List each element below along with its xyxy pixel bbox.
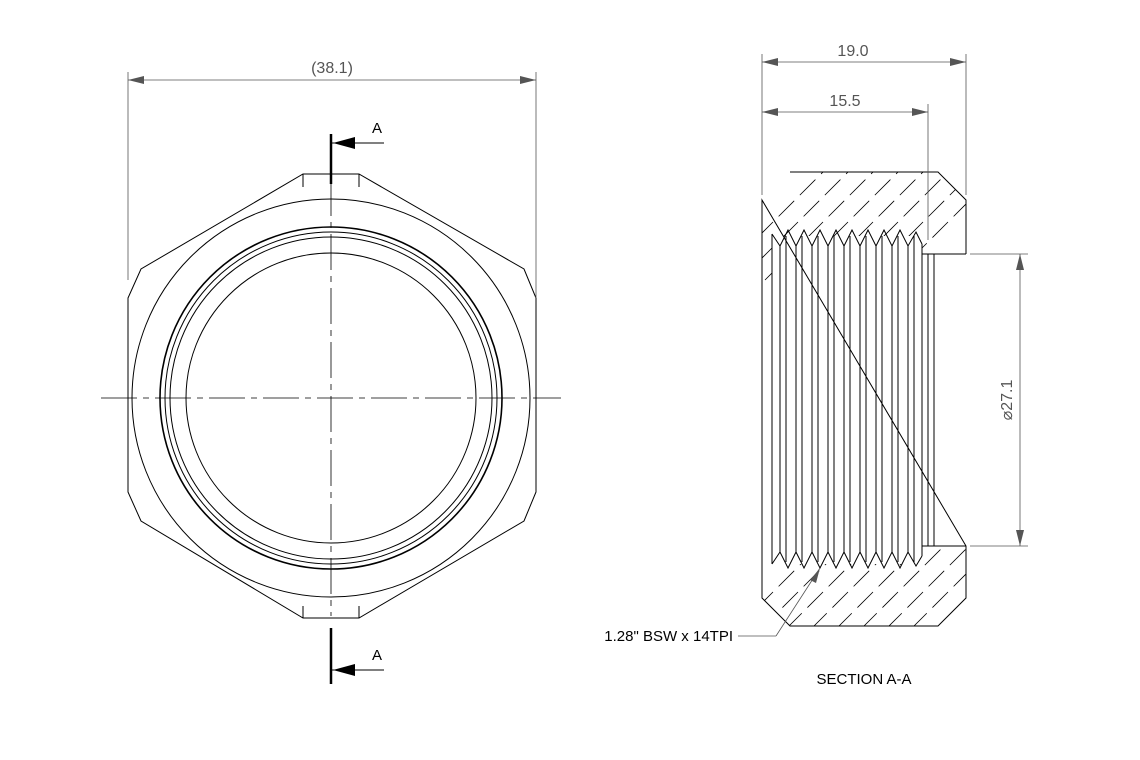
overall-length-dimension: 19.0 <box>761 43 967 195</box>
thread-callout-text: 1.28" BSW x 14TPI <box>604 628 733 645</box>
section-marker-bottom: A <box>329 628 384 684</box>
front-view: (38.1) A A <box>101 60 561 684</box>
section-letter-top: A <box>372 120 382 137</box>
section-marker-top: A <box>329 120 384 184</box>
thread-profile-bottom <box>771 550 923 570</box>
width-dimension: (38.1) <box>127 60 537 298</box>
thread-length-text: 15.5 <box>829 93 860 110</box>
thread-length-dimension: 15.5 <box>762 93 929 240</box>
bore-diameter-dimension: ⌀27.1 <box>970 253 1028 547</box>
section-letter-bottom: A <box>372 647 382 664</box>
section-view: 19.0 15.5 ⌀27.1 1.28" BSW x 14TPI SECTIO <box>604 43 1028 688</box>
bore-diameter-text: ⌀27.1 <box>999 380 1016 421</box>
hex-outline <box>127 173 537 619</box>
thread-lines <box>771 234 915 564</box>
section-hatching <box>762 172 966 626</box>
width-dim-text: (38.1) <box>311 60 353 77</box>
thread-callout: 1.28" BSW x 14TPI <box>604 567 821 645</box>
section-title: SECTION A-A <box>816 671 911 688</box>
thread-profile-top <box>771 228 923 248</box>
overall-length-text: 19.0 <box>837 43 868 60</box>
